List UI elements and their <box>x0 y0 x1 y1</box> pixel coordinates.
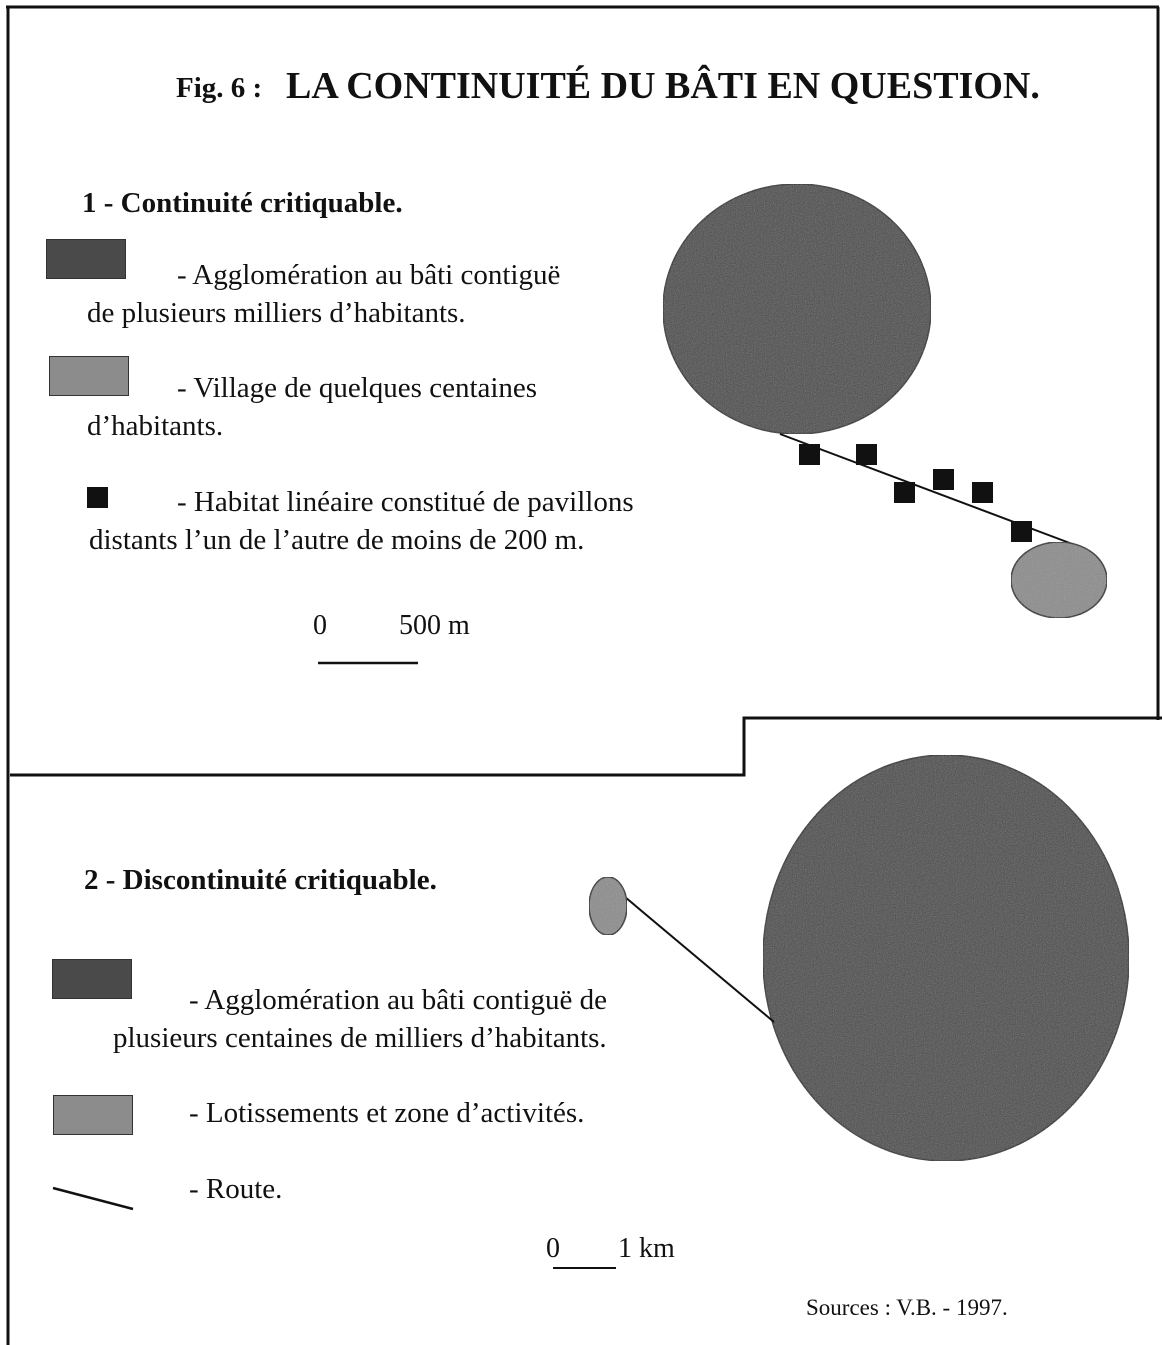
pavilion-marker <box>799 444 820 465</box>
legend1-village-line1: - Village de quelques centaines <box>177 372 538 404</box>
village-ellipse <box>1010 541 1108 619</box>
pavilion-marker <box>933 469 954 490</box>
pavilion-marker <box>894 482 915 503</box>
figure-title: LA CONTINUITÉ DU BÂTI EN QUESTION. <box>286 65 1040 107</box>
subdivision-ellipse <box>588 876 628 936</box>
legend-swatch-pavilion <box>87 487 108 508</box>
legend-swatch-large-agglomeration <box>52 959 132 999</box>
sources-credit: Sources : V.B. - 1997. <box>806 1295 1008 1320</box>
legend1-pavilion-line2: distants l’un de l’autre de moins de 200… <box>89 524 585 556</box>
legend-swatch-agglomeration <box>46 239 126 279</box>
legend1-agglomeration-line2: de plusieurs milliers d’habitants. <box>87 297 466 329</box>
legend-swatch-subdivision <box>53 1095 133 1135</box>
route-line <box>624 896 775 1023</box>
pavilion-marker <box>1011 521 1032 542</box>
legend2-subdivision-line1: - Lotissements et zone d’activités. <box>189 1097 585 1129</box>
legend1-pavilion-line1: - Habitat linéaire constitué de pavillon… <box>177 486 634 518</box>
figure-number: Fig. 6 : <box>176 72 263 104</box>
scale1-distance: 500 m <box>399 610 470 641</box>
scale2-distance: 1 km <box>618 1233 675 1264</box>
legend1-village-line2: d’habitants. <box>87 410 224 442</box>
section1-heading: 1 - Continuité critiquable. <box>82 187 403 219</box>
agglomeration-circle <box>662 183 932 435</box>
pavilion-marker <box>972 482 993 503</box>
large-agglomeration-circle <box>762 754 1130 1162</box>
legend2-agglomeration-line1: - Agglomération au bâti contiguë de <box>189 984 607 1016</box>
legend2-route-label: - Route. <box>189 1173 283 1205</box>
scale1-zero: 0 <box>313 610 327 641</box>
scale2-zero: 0 <box>546 1233 560 1264</box>
section2-heading: 2 - Discontinuité critiquable. <box>84 864 437 896</box>
route-legend-line <box>52 1186 134 1211</box>
legend2-agglomeration-line2: plusieurs centaines de milliers d’habita… <box>113 1022 607 1054</box>
section-divider <box>10 716 1162 777</box>
legend1-agglomeration-line1: - Agglomération au bâti contiguë <box>177 259 561 291</box>
legend-swatch-village <box>49 356 129 396</box>
pavilion-marker <box>856 444 877 465</box>
